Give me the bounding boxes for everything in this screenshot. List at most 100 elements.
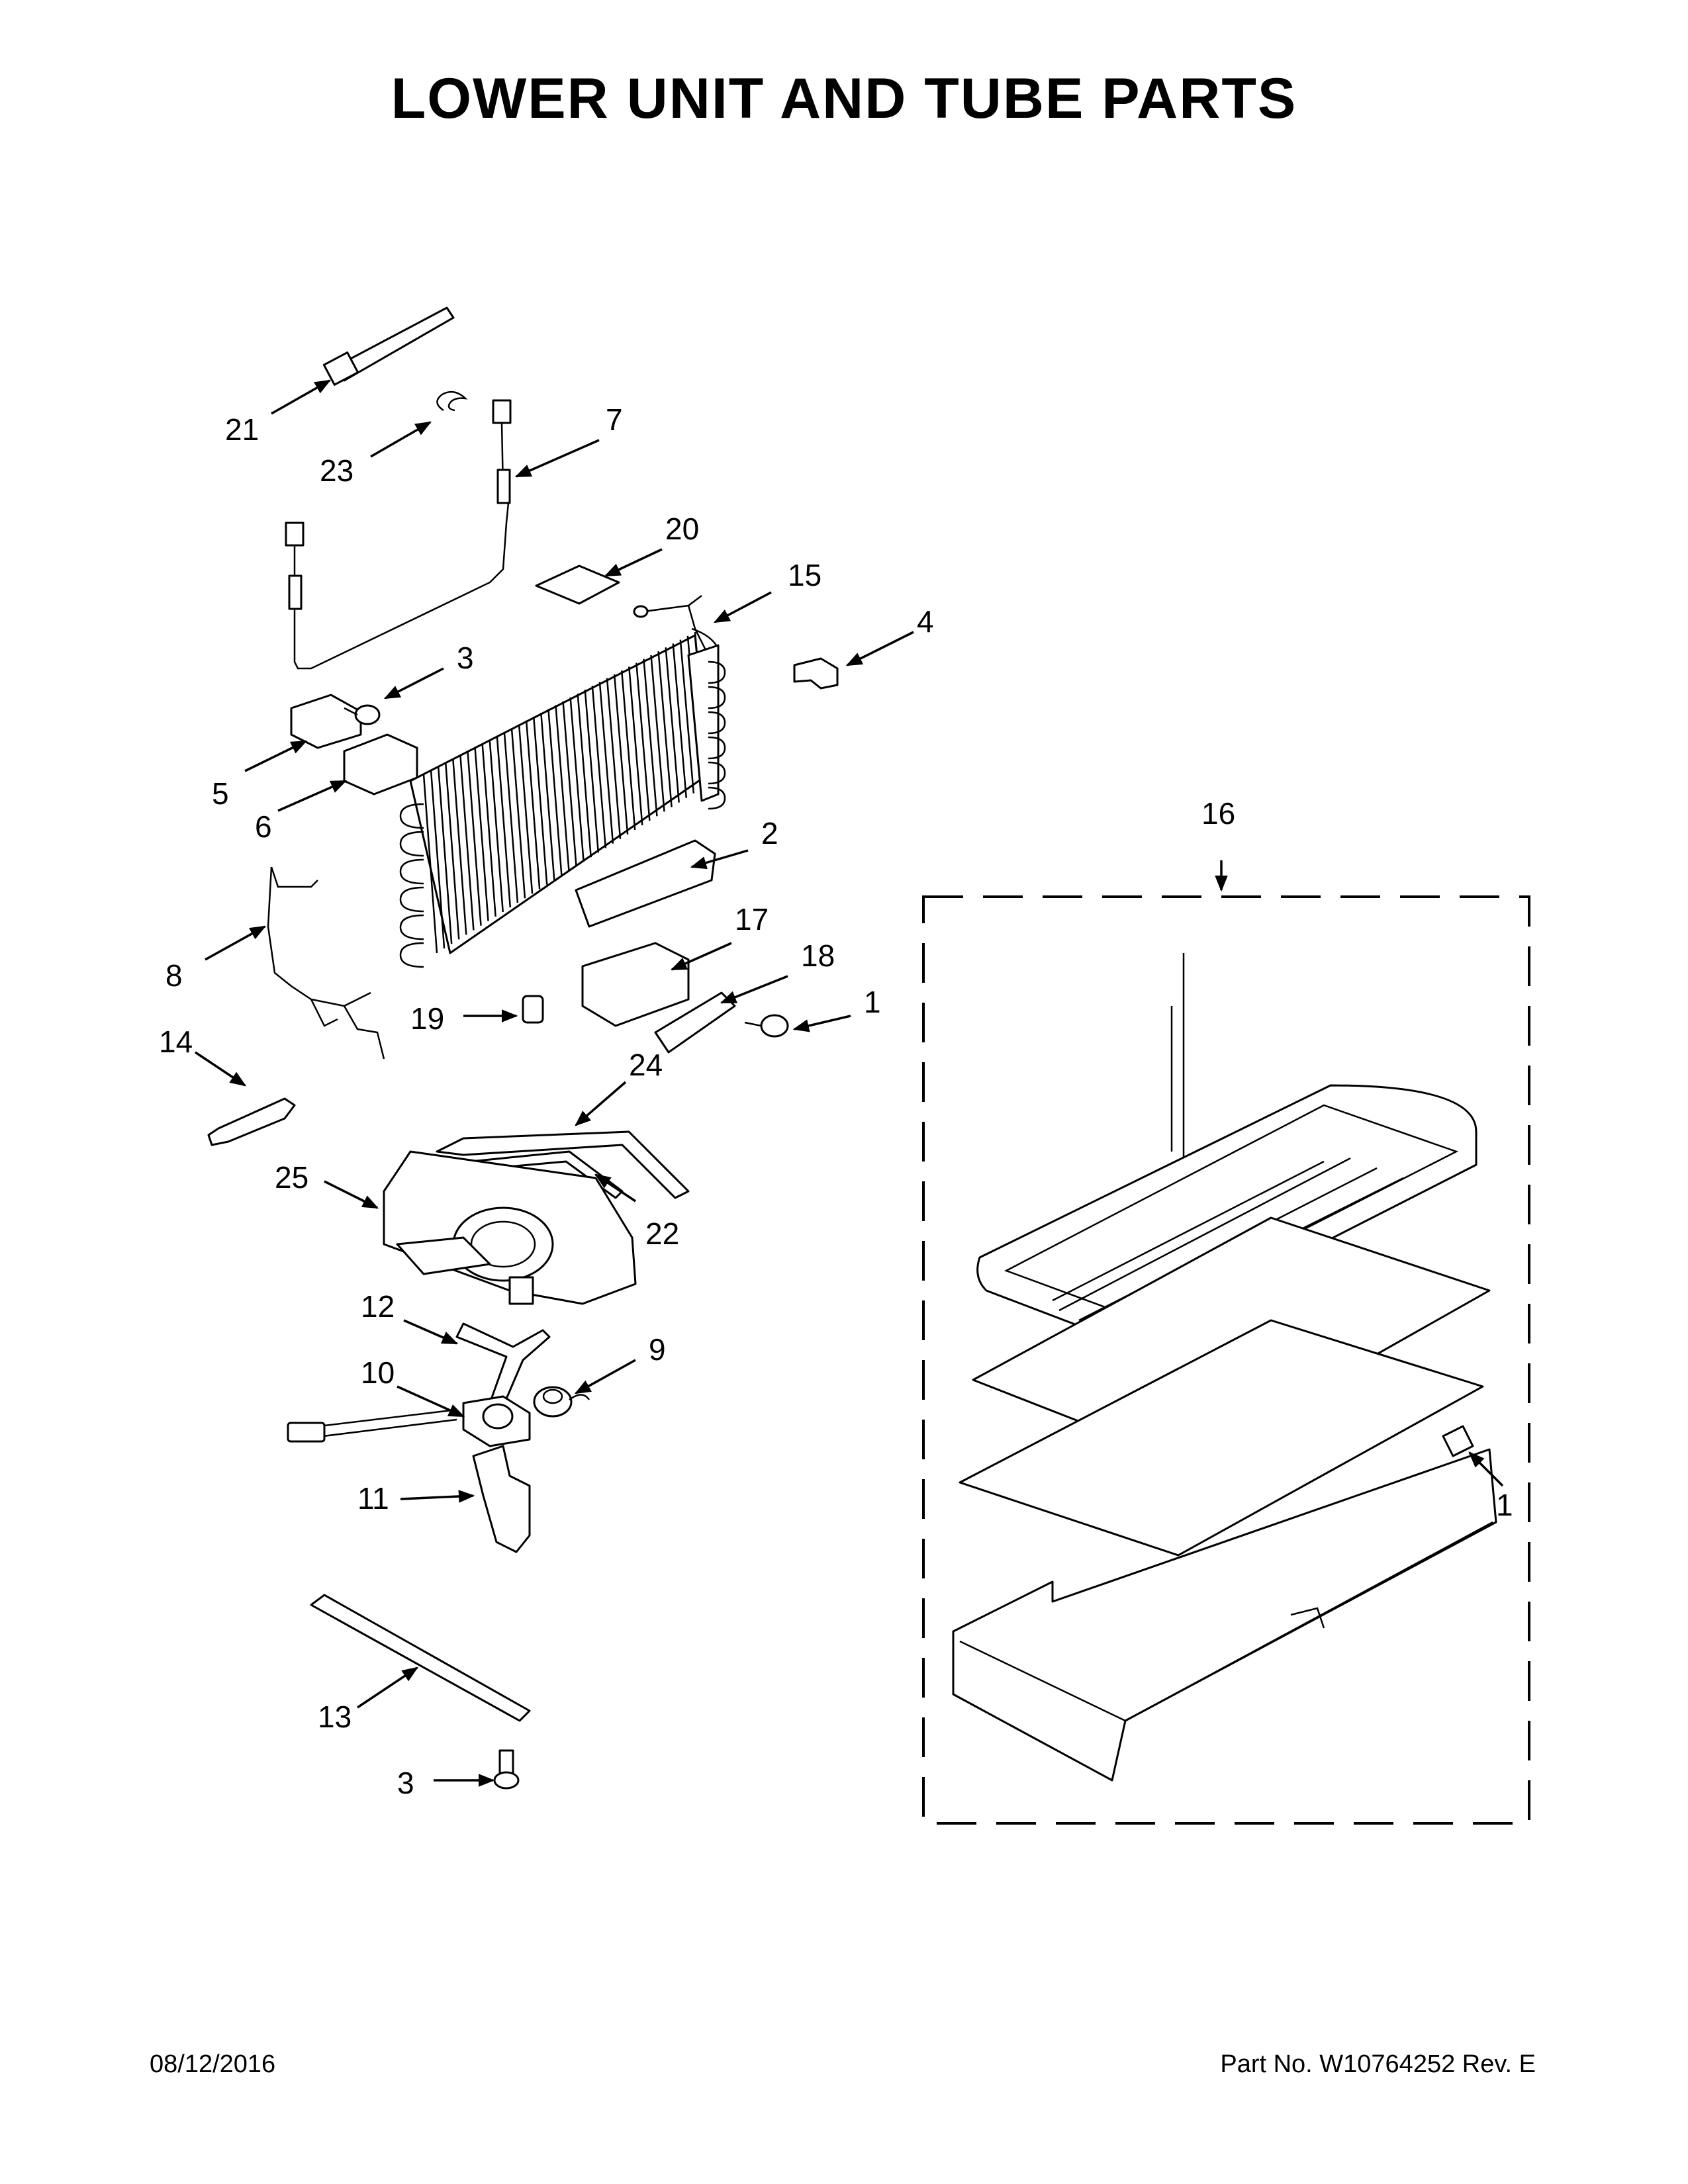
evaporator-fin (437, 766, 453, 944)
part-23-clip (436, 390, 468, 412)
callout-23: 23 (320, 453, 353, 488)
callout-14: 14 (159, 1024, 193, 1059)
coil-return-bend (708, 761, 726, 785)
coil-return-bend (399, 942, 424, 968)
evaporator-fin (467, 751, 482, 926)
evaporator-fin (672, 643, 688, 798)
callout-8: 8 (165, 958, 183, 993)
callout-2: 2 (761, 816, 778, 850)
coil-return-bend (399, 831, 424, 857)
evaporator-fin (598, 682, 614, 844)
evaporator-fin (510, 728, 526, 899)
evaporator-fin (503, 731, 519, 903)
evaporator-fin (518, 724, 534, 894)
evaporator-fin (481, 743, 496, 917)
evaporator-fin (540, 712, 555, 880)
callout-5: 5 (212, 776, 229, 811)
callout-12: 12 (361, 1289, 395, 1324)
callout-10: 10 (361, 1355, 395, 1390)
callout-13: 13 (318, 1700, 352, 1734)
callout-15: 15 (788, 558, 821, 592)
evaporator-fin (650, 655, 665, 812)
part-18-plate (654, 991, 736, 1054)
part-13-strip (310, 1594, 531, 1722)
callout-6: 6 (255, 809, 272, 844)
coil-return-bend (708, 686, 726, 709)
part-1-screw-left (744, 1014, 789, 1038)
evaporator-fin (422, 774, 438, 954)
evaporator-fin (591, 686, 607, 848)
callout-1-right: 1 (1496, 1488, 1513, 1522)
coil-return-bend (708, 711, 726, 735)
callout-17: 17 (735, 902, 769, 936)
pan-screw (1442, 1425, 1474, 1457)
evaporator-fin (532, 716, 548, 885)
part-7-wire-harness (285, 399, 512, 670)
part-24-tube (436, 1130, 690, 1199)
callout-3-lower: 3 (397, 1766, 414, 1800)
evaporator-fin (620, 670, 636, 831)
coil-return-bend (708, 786, 726, 810)
callout-22: 22 (645, 1216, 679, 1251)
group-16-dashed-outline (922, 895, 1530, 1825)
callout-9: 9 (649, 1332, 666, 1367)
evaporator-fin (657, 651, 673, 807)
evaporator-fin (496, 735, 512, 908)
coil-return-bend (399, 886, 424, 913)
part-5-bracket (290, 694, 362, 749)
evaporator-fin (459, 754, 475, 931)
evaporator-fin (555, 705, 570, 872)
callout-20: 20 (665, 512, 699, 546)
callout-21: 21 (225, 412, 259, 447)
callout-3-upper: 3 (457, 641, 474, 675)
coil-return-bend (708, 736, 726, 760)
part-8-wire-harness (267, 866, 385, 1060)
part-19-cap (522, 995, 544, 1024)
evaporator-fin (679, 639, 695, 794)
part-20-pad (535, 565, 620, 605)
evaporator-fin (606, 678, 622, 839)
evaporator-fin (562, 701, 577, 867)
part-3-screw-lower (493, 1749, 520, 1790)
part-12-fan-blade (455, 1322, 551, 1408)
evaporator-fin (444, 762, 460, 940)
page-title: LOWER UNIT AND TUBE PARTS (391, 67, 1297, 130)
part-9-grommet (533, 1386, 590, 1418)
evaporator-fin (430, 770, 445, 949)
callout-19: 19 (410, 1001, 444, 1036)
callout-4: 4 (917, 604, 934, 639)
part-21-cable-tie (322, 306, 455, 386)
callout-11: 11 (357, 1481, 389, 1516)
leader-lines (195, 379, 1504, 1787)
evaporator-fin (643, 659, 658, 817)
part-14-sensor (207, 1097, 296, 1146)
evaporator-fin (628, 666, 643, 826)
evaporator-fin (547, 709, 563, 876)
part-25-fan-housing (383, 1150, 637, 1305)
evaporator-fin (665, 647, 680, 803)
callout-25: 25 (275, 1160, 308, 1195)
coil-return-bend (399, 858, 424, 885)
evaporator-fin (569, 697, 585, 862)
pan-foil-lower (959, 1319, 1484, 1557)
part-2-cover (575, 839, 716, 928)
evaporator-fin (525, 720, 541, 889)
evaporator-fin (635, 662, 651, 821)
callout-18: 18 (801, 938, 835, 973)
evaporator-fin (613, 674, 629, 835)
callout-7: 7 (606, 402, 623, 437)
evaporator-fin (489, 739, 504, 913)
part-17-bracket (581, 942, 690, 1027)
revision-date: 08/12/2016 (150, 2050, 276, 2078)
callout-1-left: 1 (864, 985, 881, 1019)
coil-return-bend (399, 803, 424, 829)
evaporator-fin (452, 758, 467, 935)
part-3-screw-upper (344, 704, 381, 725)
part-number: Part No. W10764252 Rev. E (1220, 2050, 1536, 2078)
coil-return-bend (708, 660, 726, 684)
evaporator-fin (584, 690, 600, 853)
evaporator-fin (577, 693, 592, 858)
part-6-thermostat-plate (343, 733, 418, 796)
callout-16: 16 (1201, 796, 1235, 831)
